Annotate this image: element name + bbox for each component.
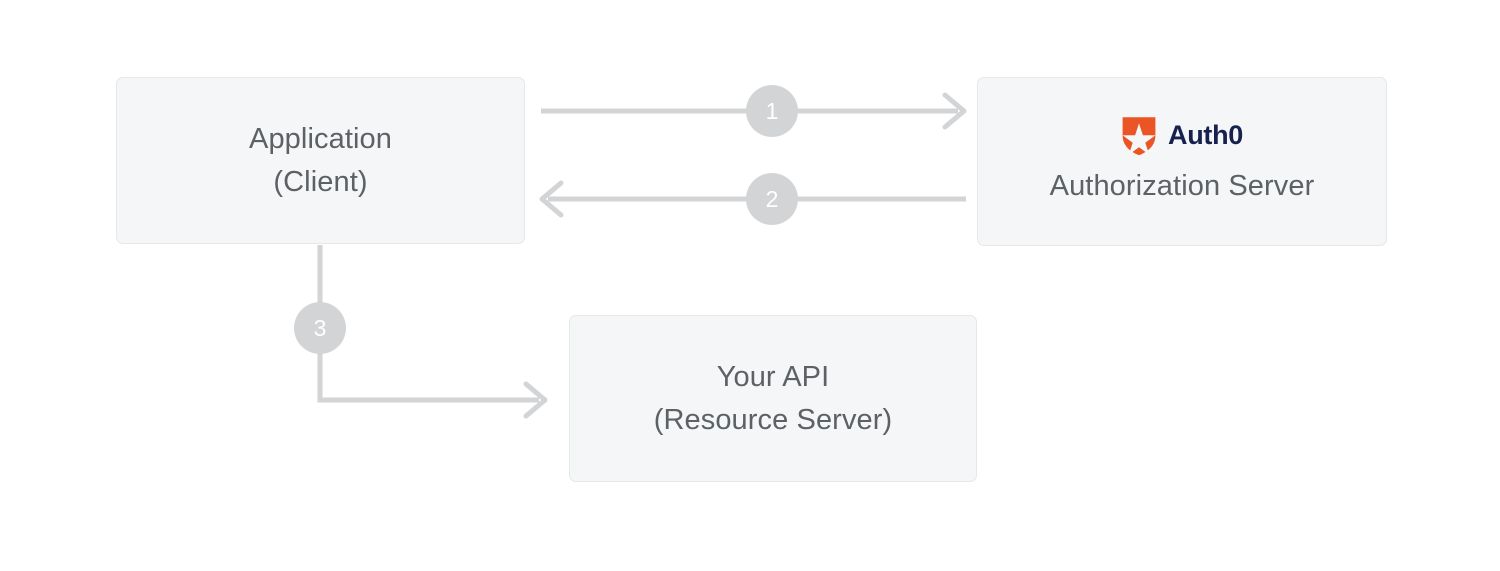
node-authorization-server-title: Authorization Server <box>1049 169 1315 202</box>
auth0-brand-lockup: Auth0 <box>1121 116 1243 156</box>
auth0-shield-star-icon <box>1122 116 1156 155</box>
connector-step-3 <box>317 245 548 419</box>
connector-step-3-line <box>317 245 539 403</box>
node-resource-server-subtitle: (Resource Server) <box>653 403 893 436</box>
auth0-wordmark: Auth0 <box>1168 120 1243 150</box>
connector-step-3-arrowhead <box>523 381 548 419</box>
node-application-subtitle: (Client) <box>273 165 368 198</box>
node-application-title: Application <box>249 122 392 155</box>
connector-step-2-arrowhead <box>539 180 564 218</box>
step-badge-3: 3 <box>294 302 346 354</box>
step-badge-1: 1 <box>746 85 798 137</box>
connector-step-1-arrowhead <box>942 92 967 130</box>
node-resource-server-title: Your API <box>716 360 830 393</box>
node-authorization-server: Auth0 Authorization Server <box>977 77 1387 246</box>
node-resource-server: Your API (Resource Server) <box>569 315 977 482</box>
node-application-client: Application (Client) <box>116 77 525 244</box>
step-badge-2: 2 <box>746 173 798 225</box>
